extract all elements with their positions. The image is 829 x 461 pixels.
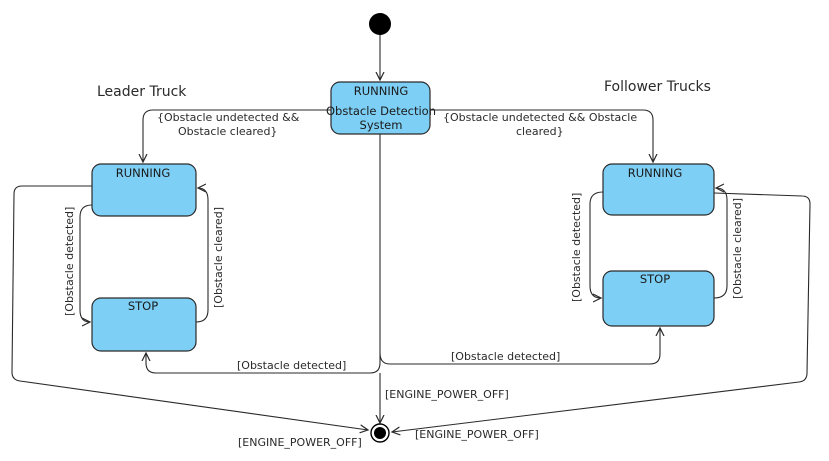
transition-leader-to-final [11, 185, 368, 430]
leader-cleared-guard: [Obstacle cleared] [212, 207, 225, 308]
transition-ods-to-follower-stop [379, 328, 660, 365]
transition-follower-running-to-stop [589, 191, 604, 298]
state-follower-stop: STOP [602, 270, 715, 327]
leader-running-label: RUNNING [116, 166, 171, 180]
transition-ods-to-leader-running [143, 109, 331, 162]
state-obstacle-detection-system: RUNNING Obstacle Detection System [326, 81, 436, 135]
power-off-guard-left: [ENGINE_POWER_OFF] [238, 436, 362, 449]
follower-entry-guard-line2: cleared} [516, 125, 564, 138]
leader-truck-title: Leader Truck [97, 84, 187, 100]
ods-state-line1: Obstacle Detection [326, 104, 436, 118]
follower-stop-label: STOP [640, 272, 670, 286]
state-leader-stop: STOP [91, 297, 197, 352]
state-follower-running: RUNNING [602, 163, 715, 216]
follower-detected-guard: [Obstacle detected] [570, 193, 583, 302]
leader-entry-guard-line2: Obstacle cleared} [178, 125, 277, 138]
ods-state-name: RUNNING [354, 84, 409, 98]
follower-cleared-guard: [Obstacle cleared] [731, 198, 744, 299]
leader-entry-guard-line1: {Obstacle undetected && [157, 111, 300, 124]
follower-trucks-title: Follower Trucks [604, 79, 711, 95]
transition-follower-stop-to-running [713, 188, 728, 299]
ods-to-leader-stop-guard: [Obstacle detected] [237, 359, 346, 372]
transition-follower-to-final [392, 192, 811, 432]
leader-detected-guard: [Obstacle detected] [63, 207, 76, 316]
ods-to-follower-stop-guard: [Obstacle detected] [451, 350, 560, 363]
follower-running-label: RUNNING [628, 166, 683, 180]
ods-state-line2: System [360, 118, 403, 132]
power-off-guard-right: [ENGINE_POWER_OFF] [415, 428, 539, 441]
final-node [370, 423, 390, 443]
transition-ods-to-follower-running [430, 109, 653, 162]
leader-stop-label: STOP [128, 299, 158, 313]
state-leader-running: RUNNING [91, 163, 197, 217]
transition-leader-running-to-stop [79, 204, 93, 322]
follower-entry-guard-line1: {Obstacle undetected && Obstacle [443, 111, 637, 124]
transition-ods-to-leader-stop [146, 134, 381, 374]
initial-node [369, 13, 391, 35]
power-off-guard-center: [ENGINE_POWER_OFF] [385, 388, 509, 401]
transition-leader-stop-to-running [195, 188, 209, 323]
